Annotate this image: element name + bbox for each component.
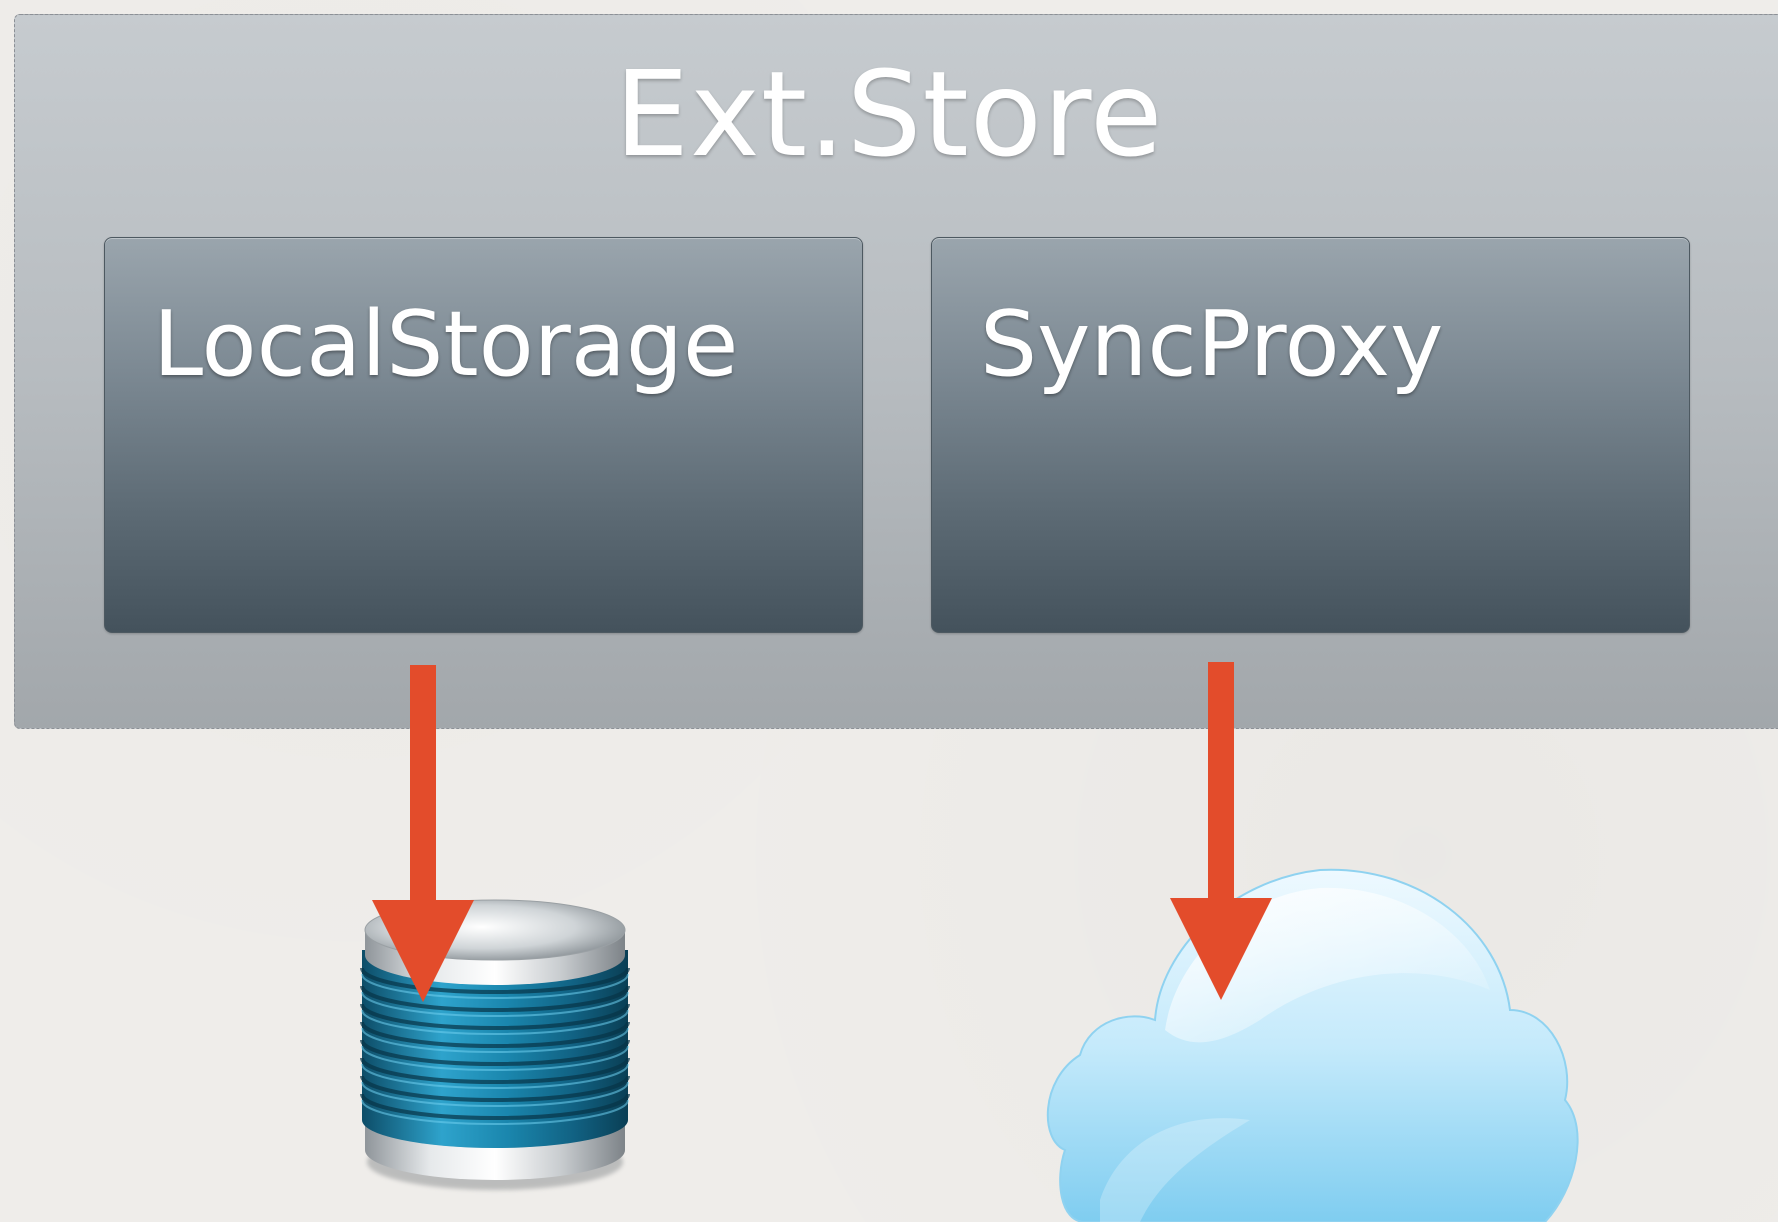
arrow-sync-proxy [1170,662,1272,1000]
local-storage-panel: LocalStorage [104,237,863,633]
container-title: Ext.Store [614,45,1164,183]
cloud-icon [1046,868,1579,1222]
local-storage-label: LocalStorage [153,292,739,397]
database-icon [360,899,630,1190]
arrow-local-storage [372,665,474,1002]
sync-proxy-panel: SyncProxy [931,237,1690,633]
sync-proxy-label: SyncProxy [980,292,1444,397]
